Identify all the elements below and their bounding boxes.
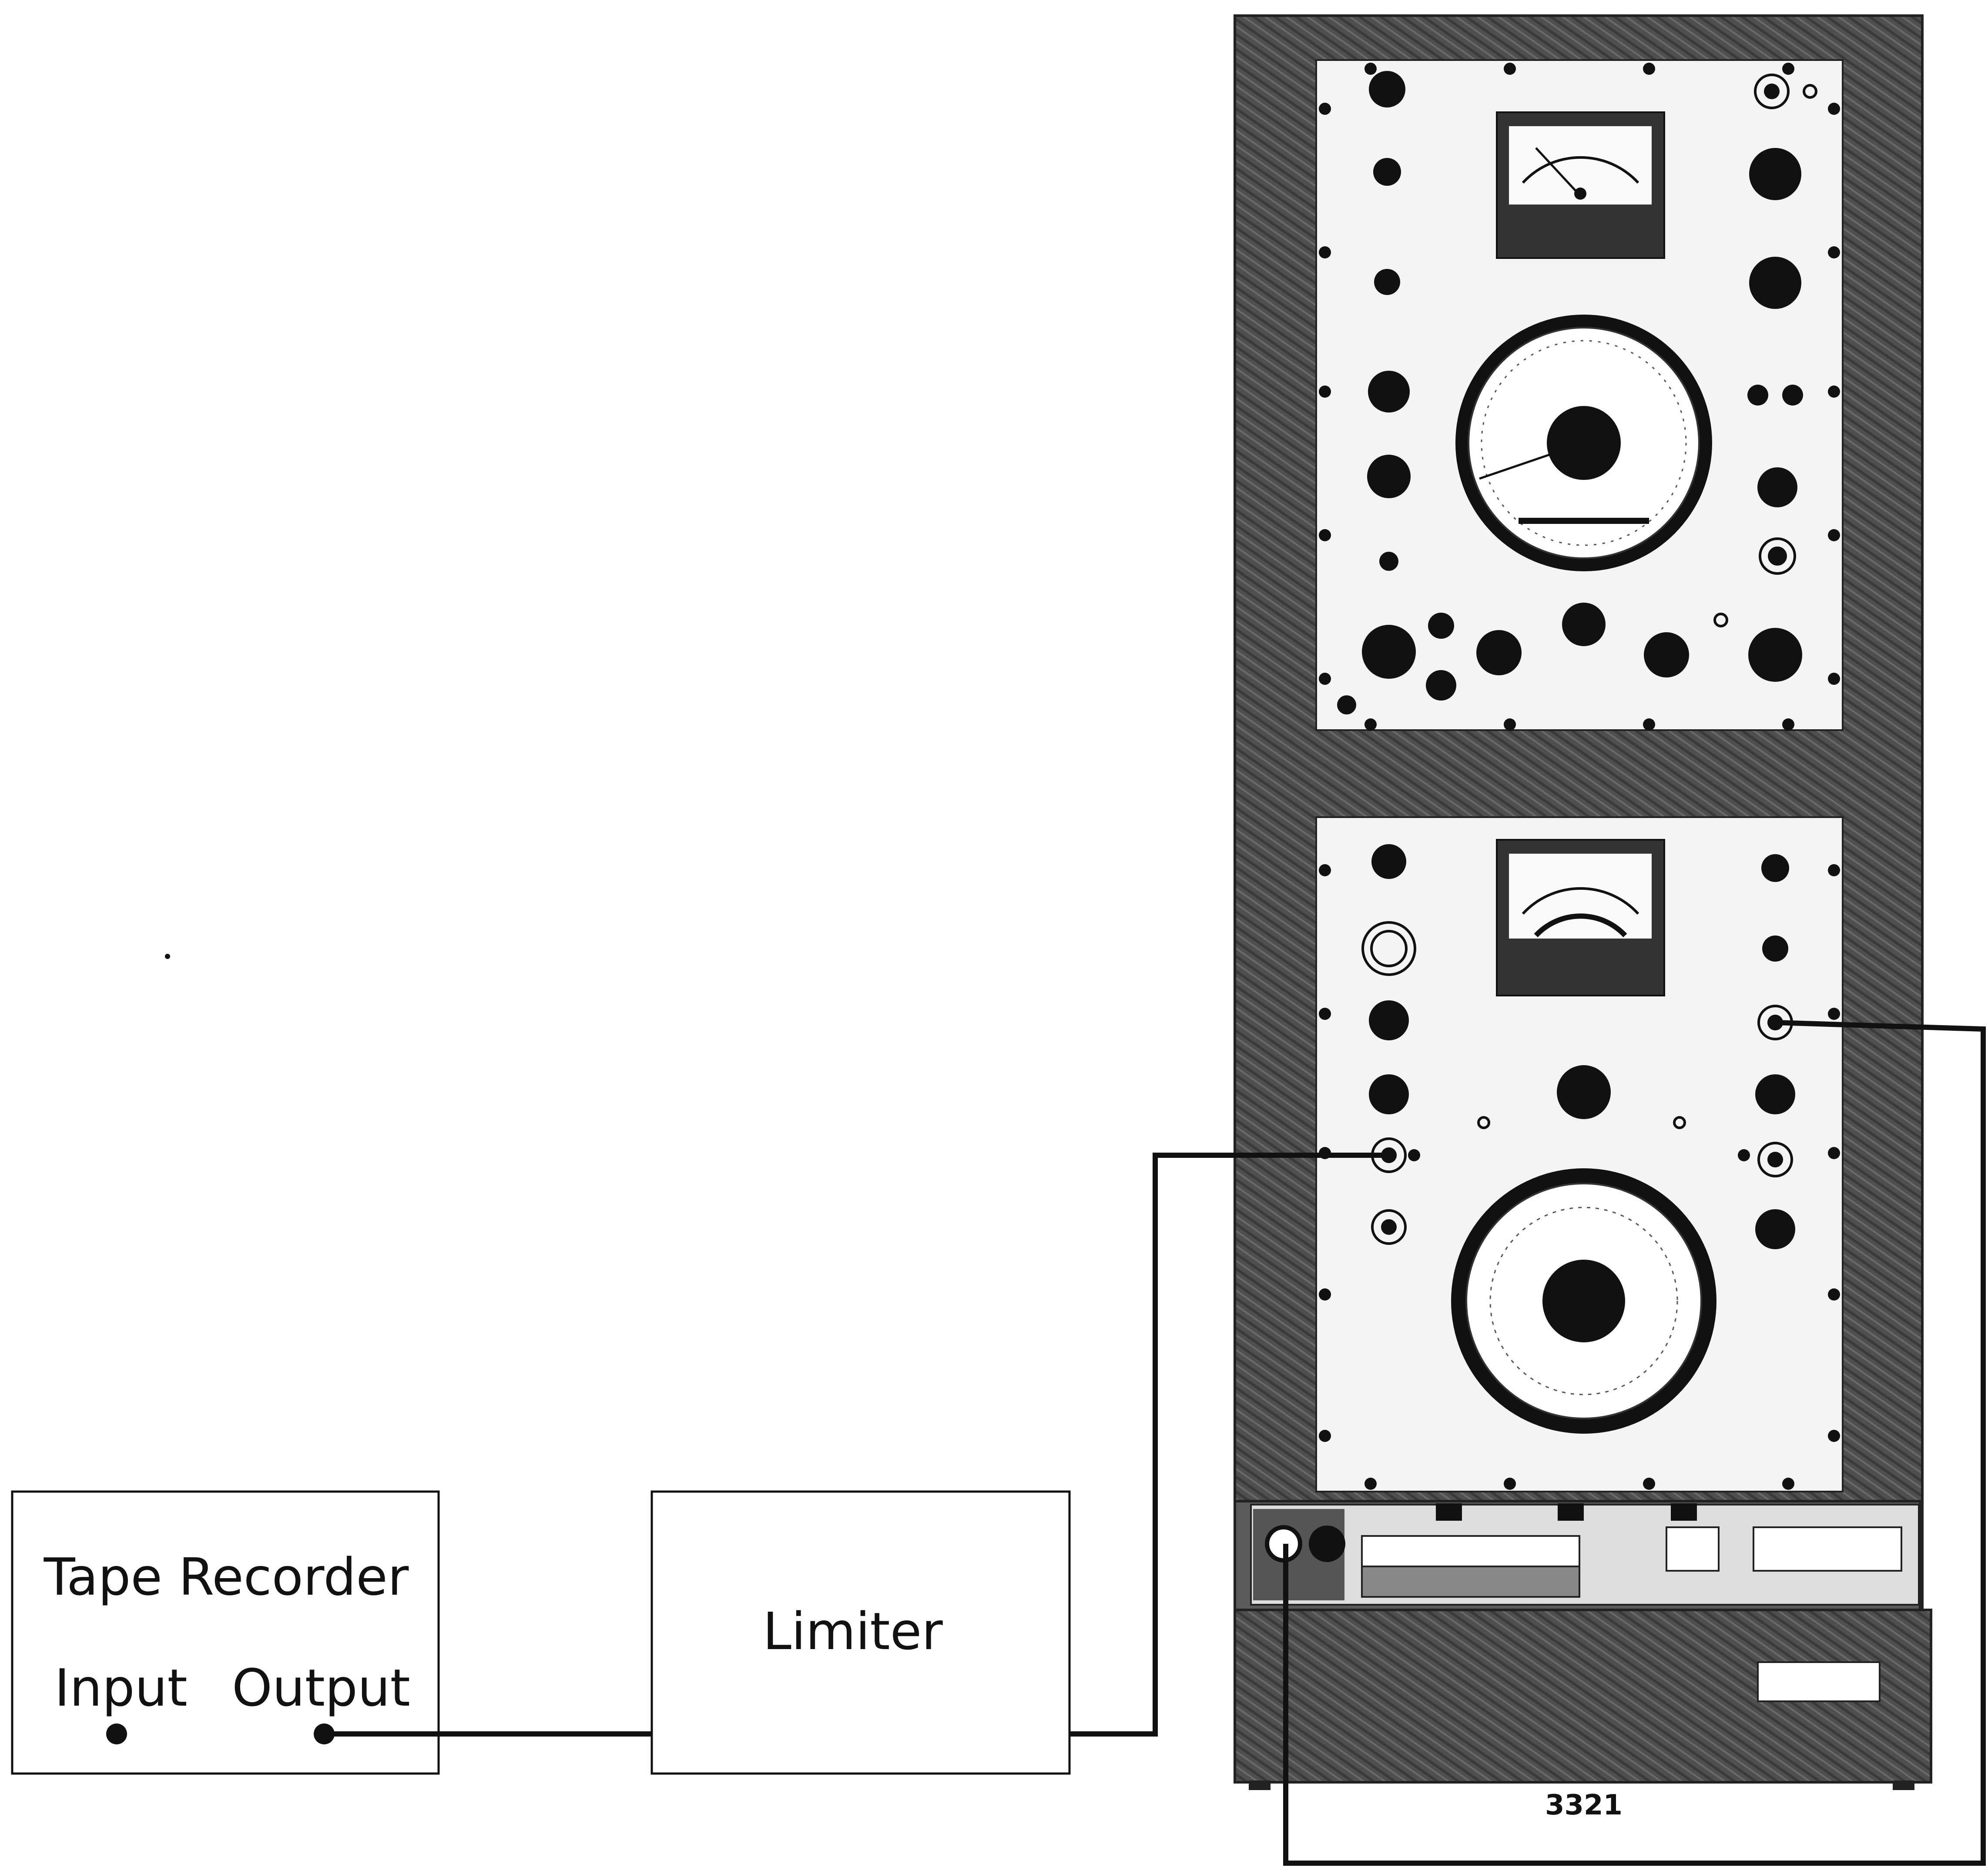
tape-recorder-input-label: Input xyxy=(54,1658,188,1718)
equipment-rack: 3321 xyxy=(1235,16,1931,1821)
rack-model-number: 3321 xyxy=(1545,1789,1623,1821)
upper-meter xyxy=(1497,112,1664,258)
lower-meter xyxy=(1497,840,1664,996)
upper-frequency-dial xyxy=(1455,315,1712,571)
lower-frequency-dial xyxy=(1451,1168,1716,1434)
tape-recorder-input-terminal xyxy=(106,1723,127,1744)
stray-dot xyxy=(165,954,170,959)
tape-recorder-output-label: Output xyxy=(232,1658,410,1718)
limiter-box: Limiter xyxy=(652,1492,1069,1774)
limiter-label: Limiter xyxy=(763,1601,943,1661)
tape-recorder-title: Tape Recorder xyxy=(44,1547,409,1607)
tape-recorder-box: Tape Recorder Input Output xyxy=(12,1492,439,1774)
upper-instrument-panel xyxy=(1316,60,1843,731)
